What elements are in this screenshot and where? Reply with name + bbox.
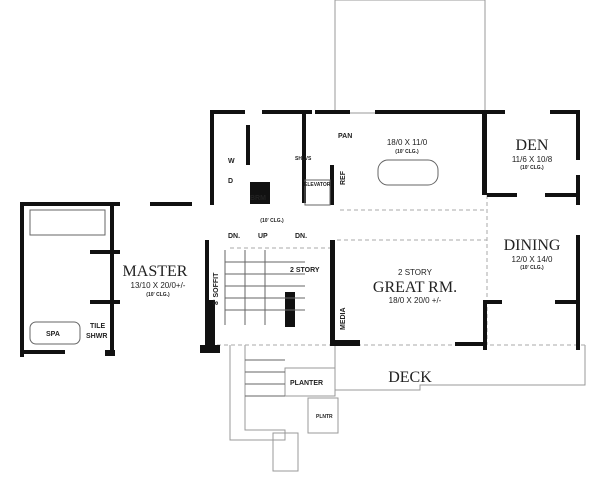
stair-down-label: DN. (228, 233, 240, 240)
elevator-label: ELEVATOR (304, 182, 331, 188)
brm-label: BRM (250, 195, 266, 202)
stair-down-label-2: DN. (295, 233, 307, 240)
den-ceiling: (10' CLG.) (520, 165, 544, 171)
deck-label: DECK (388, 369, 432, 386)
spa-label: SPA (46, 331, 60, 338)
planter-label: PLANTER (290, 380, 323, 387)
media-label: MEDIA (340, 307, 347, 330)
hall-ceiling: (10' CLG.) (260, 218, 284, 224)
great-size: 18/0 X 20/0 +/- (389, 296, 442, 305)
stair-up-label: UP (258, 233, 268, 240)
two-story-label: 2 STORY (290, 267, 320, 274)
ref-label: REF (340, 170, 347, 185)
great-label: GREAT RM. (373, 279, 457, 296)
dining-ceiling: (10' CLG.) (520, 265, 544, 271)
soffit-label: 8' SOFFIT (213, 272, 220, 305)
dryer-label: D (228, 178, 233, 185)
shwr-label: SHWR (86, 333, 107, 340)
kitchen-size: 18/0 X 11/0 (387, 138, 428, 147)
pan-label: PAN (338, 133, 352, 140)
washer-label: W (228, 158, 235, 165)
kitchen-ceiling: (10' CLG.) (395, 149, 419, 155)
master-ceiling: (10' CLG.) (146, 292, 170, 298)
master-size: 13/10 X 20/0+/- (131, 281, 186, 290)
dining-label: DINING (504, 237, 561, 254)
room-labels: MASTER 13/10 X 20/0+/- (10' CLG.) 18/0 X… (46, 133, 561, 420)
fixtures (29, 159, 439, 397)
tile-label: TILE (90, 323, 105, 330)
great-prefix: 2 STORY (398, 268, 433, 277)
shlvs-label: SHLVS (295, 156, 312, 162)
den-size: 11/6 X 10/8 (512, 155, 553, 164)
den-label: DEN (516, 137, 549, 154)
dining-size: 12/0 X 14/0 (512, 255, 553, 264)
master-label: MASTER (123, 263, 188, 280)
plntr-label: PLNTR (316, 414, 333, 420)
